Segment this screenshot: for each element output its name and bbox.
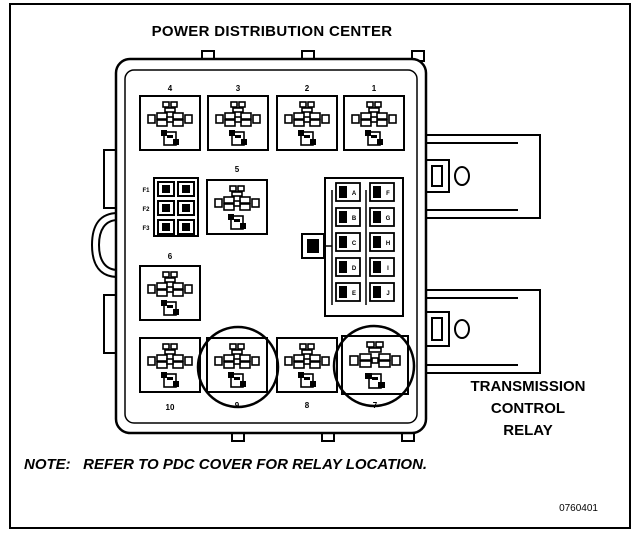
relay-1-label: 1 (372, 84, 377, 93)
relay-6: 6 (139, 252, 201, 321)
fuse-letter-b: B (352, 216, 357, 222)
fuse-letter-d: D (352, 266, 357, 272)
callout-line-3: RELAY (503, 422, 552, 439)
fuse-label-f2: F2 (142, 207, 150, 213)
fuse-letter-j: J (386, 291, 389, 297)
callout-line-2: CONTROL (491, 400, 565, 417)
relay-2-label: 2 (305, 84, 310, 93)
small-fuse-block: F1 F2 F3 (142, 177, 199, 237)
left-side-tabs (90, 149, 119, 354)
right-mounting-brackets (424, 134, 541, 374)
highlight-circle-relay-9 (196, 325, 280, 409)
relay-3-label: 3 (236, 84, 241, 93)
figure-code: 0760401 (559, 503, 598, 514)
relay-1: 1 (343, 84, 405, 151)
relay-5: 5 (206, 165, 268, 235)
relay-5-label: 5 (235, 165, 240, 174)
cartridge-fuse-block: A B C D E F G H I J (301, 177, 404, 317)
fuse-letter-g: G (386, 216, 391, 222)
relay-4-label: 4 (168, 84, 173, 93)
fuse-label-f1: F1 (142, 188, 150, 194)
relay-10: 10 (139, 337, 201, 412)
relay-9: 9 (206, 337, 268, 410)
relay-3: 3 (207, 84, 269, 151)
transmission-control-relay-callout: TRANSMISSION CONTROL RELAY (470, 378, 585, 439)
diagram-title: POWER DISTRIBUTION CENTER (152, 23, 393, 40)
relay-8-label: 8 (305, 401, 310, 410)
pdc-inner-wall (124, 69, 418, 424)
fuse-letter-c: C (352, 241, 357, 247)
figure-frame (9, 3, 631, 529)
fuse-letter-i: I (387, 266, 389, 272)
relay-2: 2 (276, 84, 338, 151)
callout-line-1: TRANSMISSION (470, 378, 585, 395)
fuse-letter-h: H (386, 241, 390, 247)
fuse-label-f3: F3 (142, 226, 150, 232)
fuse-letter-f: F (386, 191, 390, 197)
relay-8: 8 (276, 337, 338, 410)
relay-9-label: 9 (235, 401, 240, 410)
relay-10-label: 10 (166, 403, 175, 412)
highlight-circle-relay-7 (332, 324, 416, 408)
relay-4: 4 (139, 84, 201, 151)
note-text: NOTE: REFER TO PDC COVER FOR RELAY LOCAT… (24, 456, 427, 473)
fuse-letter-e: E (352, 291, 356, 297)
fuse-letter-a: A (352, 191, 357, 197)
relay-6-label: 6 (168, 252, 173, 261)
